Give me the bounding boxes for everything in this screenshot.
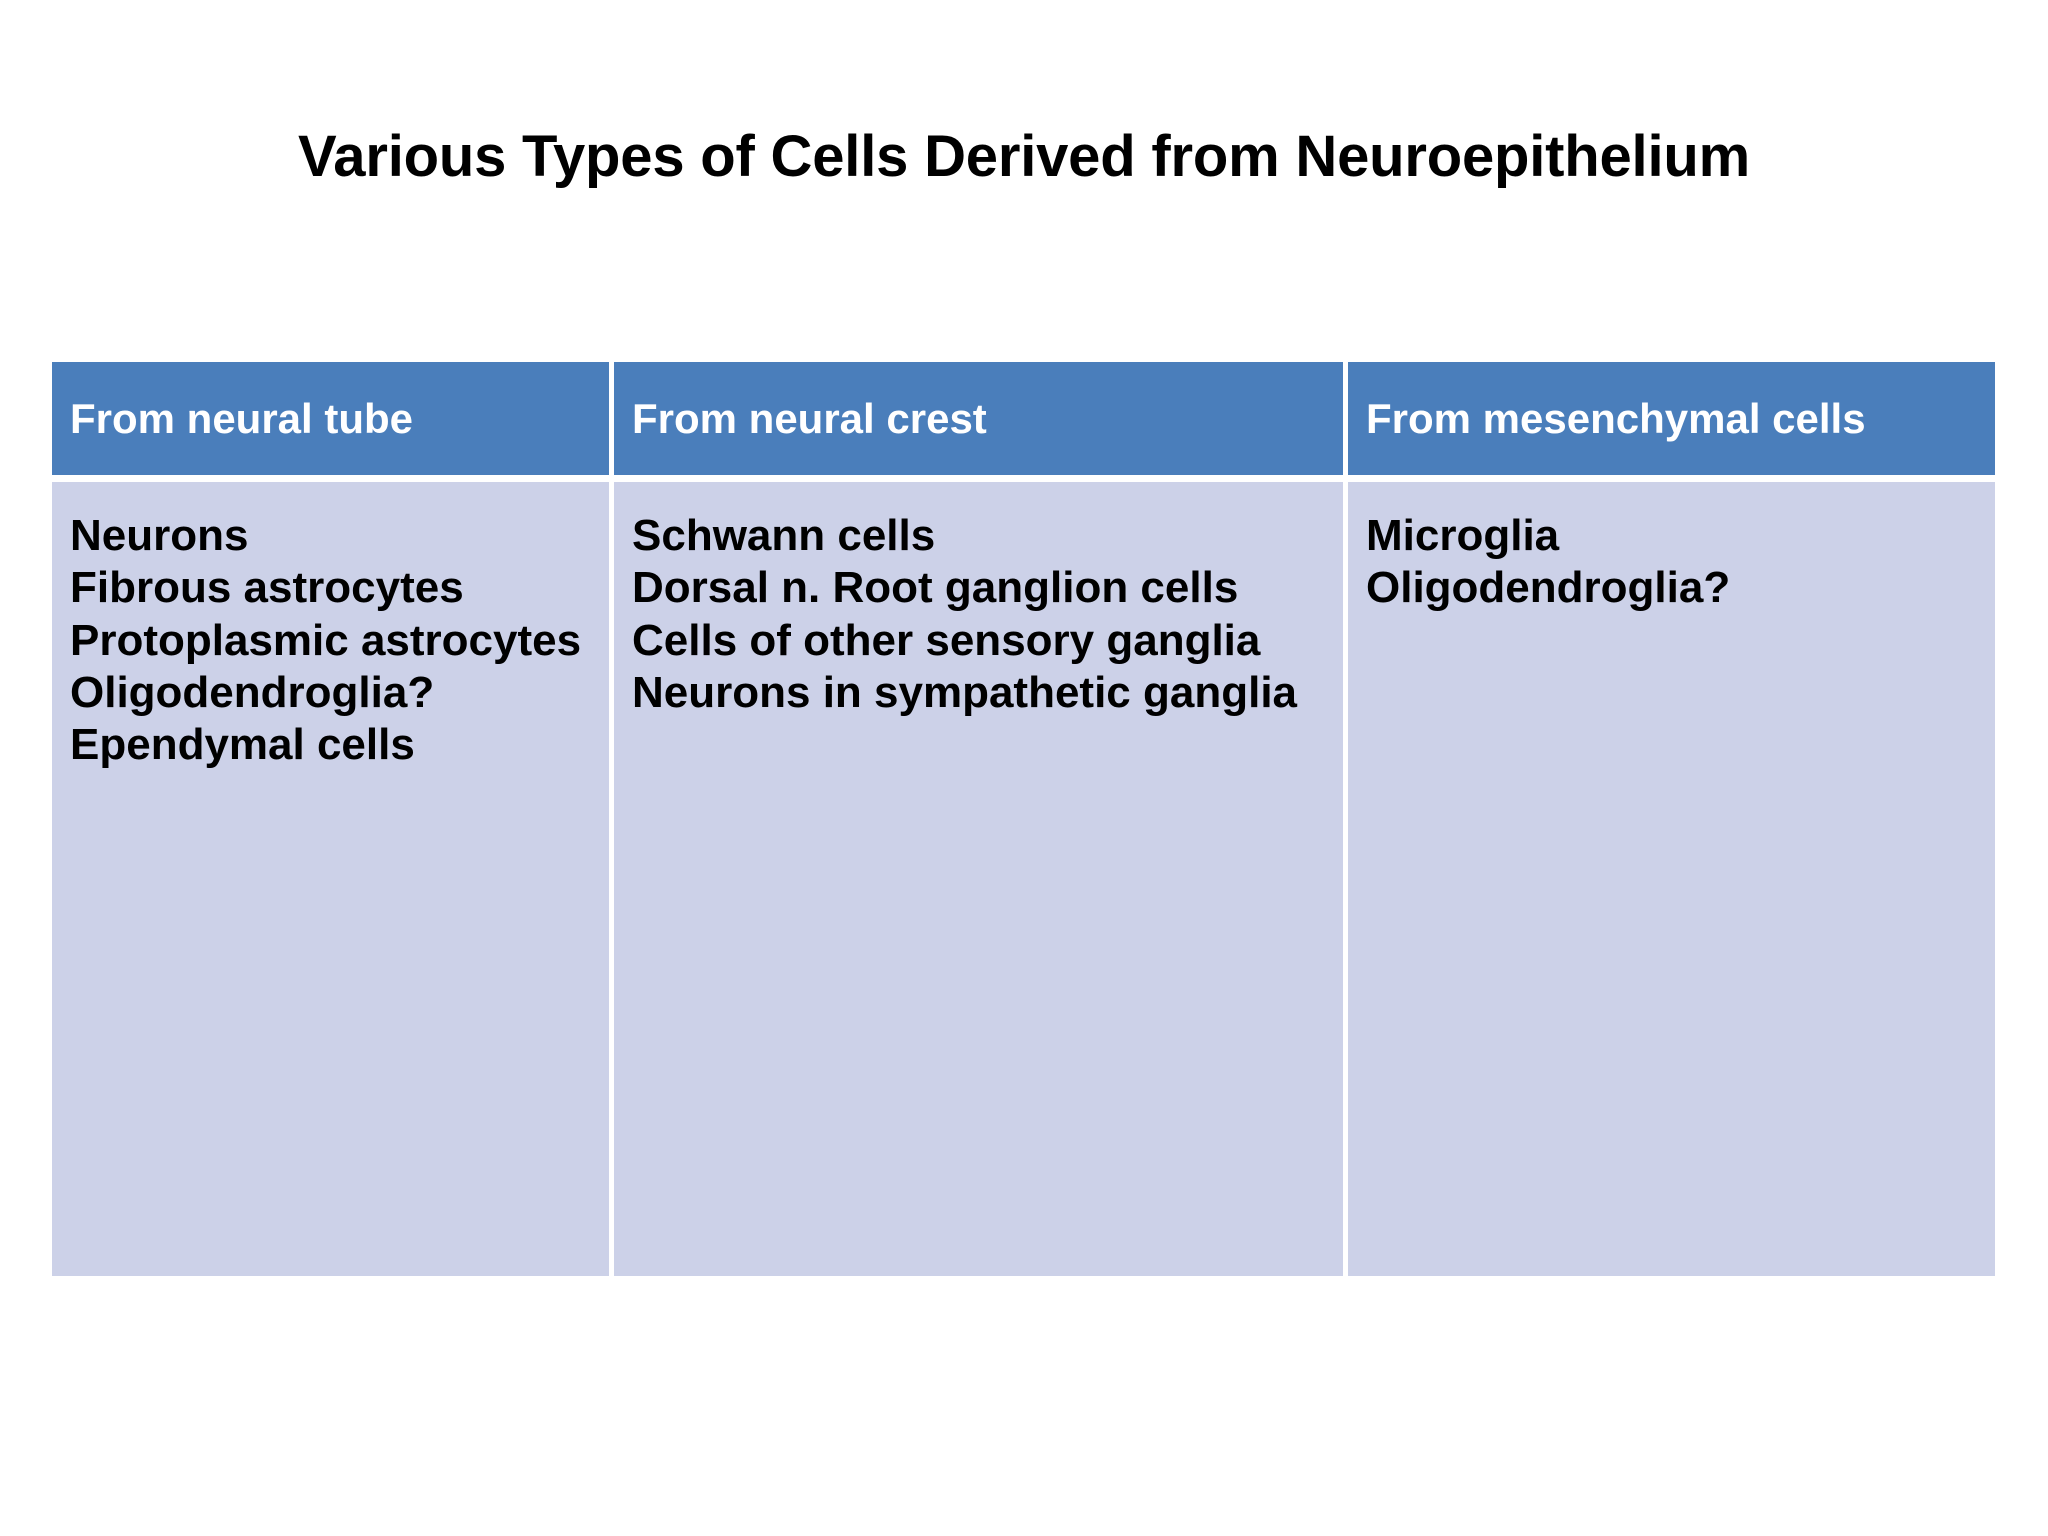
cell-neural-crest: Schwann cells Dorsal n. Root ganglion ce… <box>614 482 1348 1276</box>
list-item: Neurons <box>70 511 249 560</box>
table-body: Neurons Fibrous astrocytes Protoplasmic … <box>52 482 1995 1276</box>
list-item: Oligodendroglia? <box>1366 563 1731 613</box>
neural-crest-list: Schwann cells Dorsal n. Root ganglion ce… <box>632 510 1331 719</box>
neural-tube-list: Neurons Fibrous astrocytes Protoplasmic … <box>70 510 597 772</box>
list-item: Oligodendroglia? <box>70 668 435 718</box>
column-header-neural-crest: From neural crest <box>614 362 1348 482</box>
cell-types-table-container: From neural tube From neural crest From … <box>52 362 1995 1276</box>
list-item: Cells of other sensory ganglia <box>632 615 1261 665</box>
cell-mesenchymal-cells: Microglia Oligodendroglia? <box>1348 482 1995 1276</box>
table-header-row: From neural tube From neural crest From … <box>52 362 1995 482</box>
list-item: Neurons in sympathetic ganglia <box>632 668 1298 718</box>
table-row: Neurons Fibrous astrocytes Protoplasmic … <box>52 482 1995 1276</box>
list-item: Protoplasmic astrocytes <box>70 615 582 665</box>
page-title: Various Types of Cells Derived from Neur… <box>298 124 1750 189</box>
list-item: Dorsal n. Root ganglion cells <box>632 563 1239 613</box>
list-item: Schwann cells <box>632 511 936 560</box>
list-item: Fibrous astrocytes <box>70 563 464 613</box>
column-header-mesenchymal-cells: From mesenchymal cells <box>1348 362 1995 482</box>
table-header: From neural tube From neural crest From … <box>52 362 1995 482</box>
cell-types-table: From neural tube From neural crest From … <box>52 362 1995 1276</box>
cell-neural-tube: Neurons Fibrous astrocytes Protoplasmic … <box>52 482 614 1276</box>
column-header-neural-tube: From neural tube <box>52 362 614 482</box>
list-item: Microglia <box>1366 511 1560 560</box>
list-item: Ependymal cells <box>70 720 415 770</box>
mesenchymal-cells-list: Microglia Oligodendroglia? <box>1366 510 1983 615</box>
